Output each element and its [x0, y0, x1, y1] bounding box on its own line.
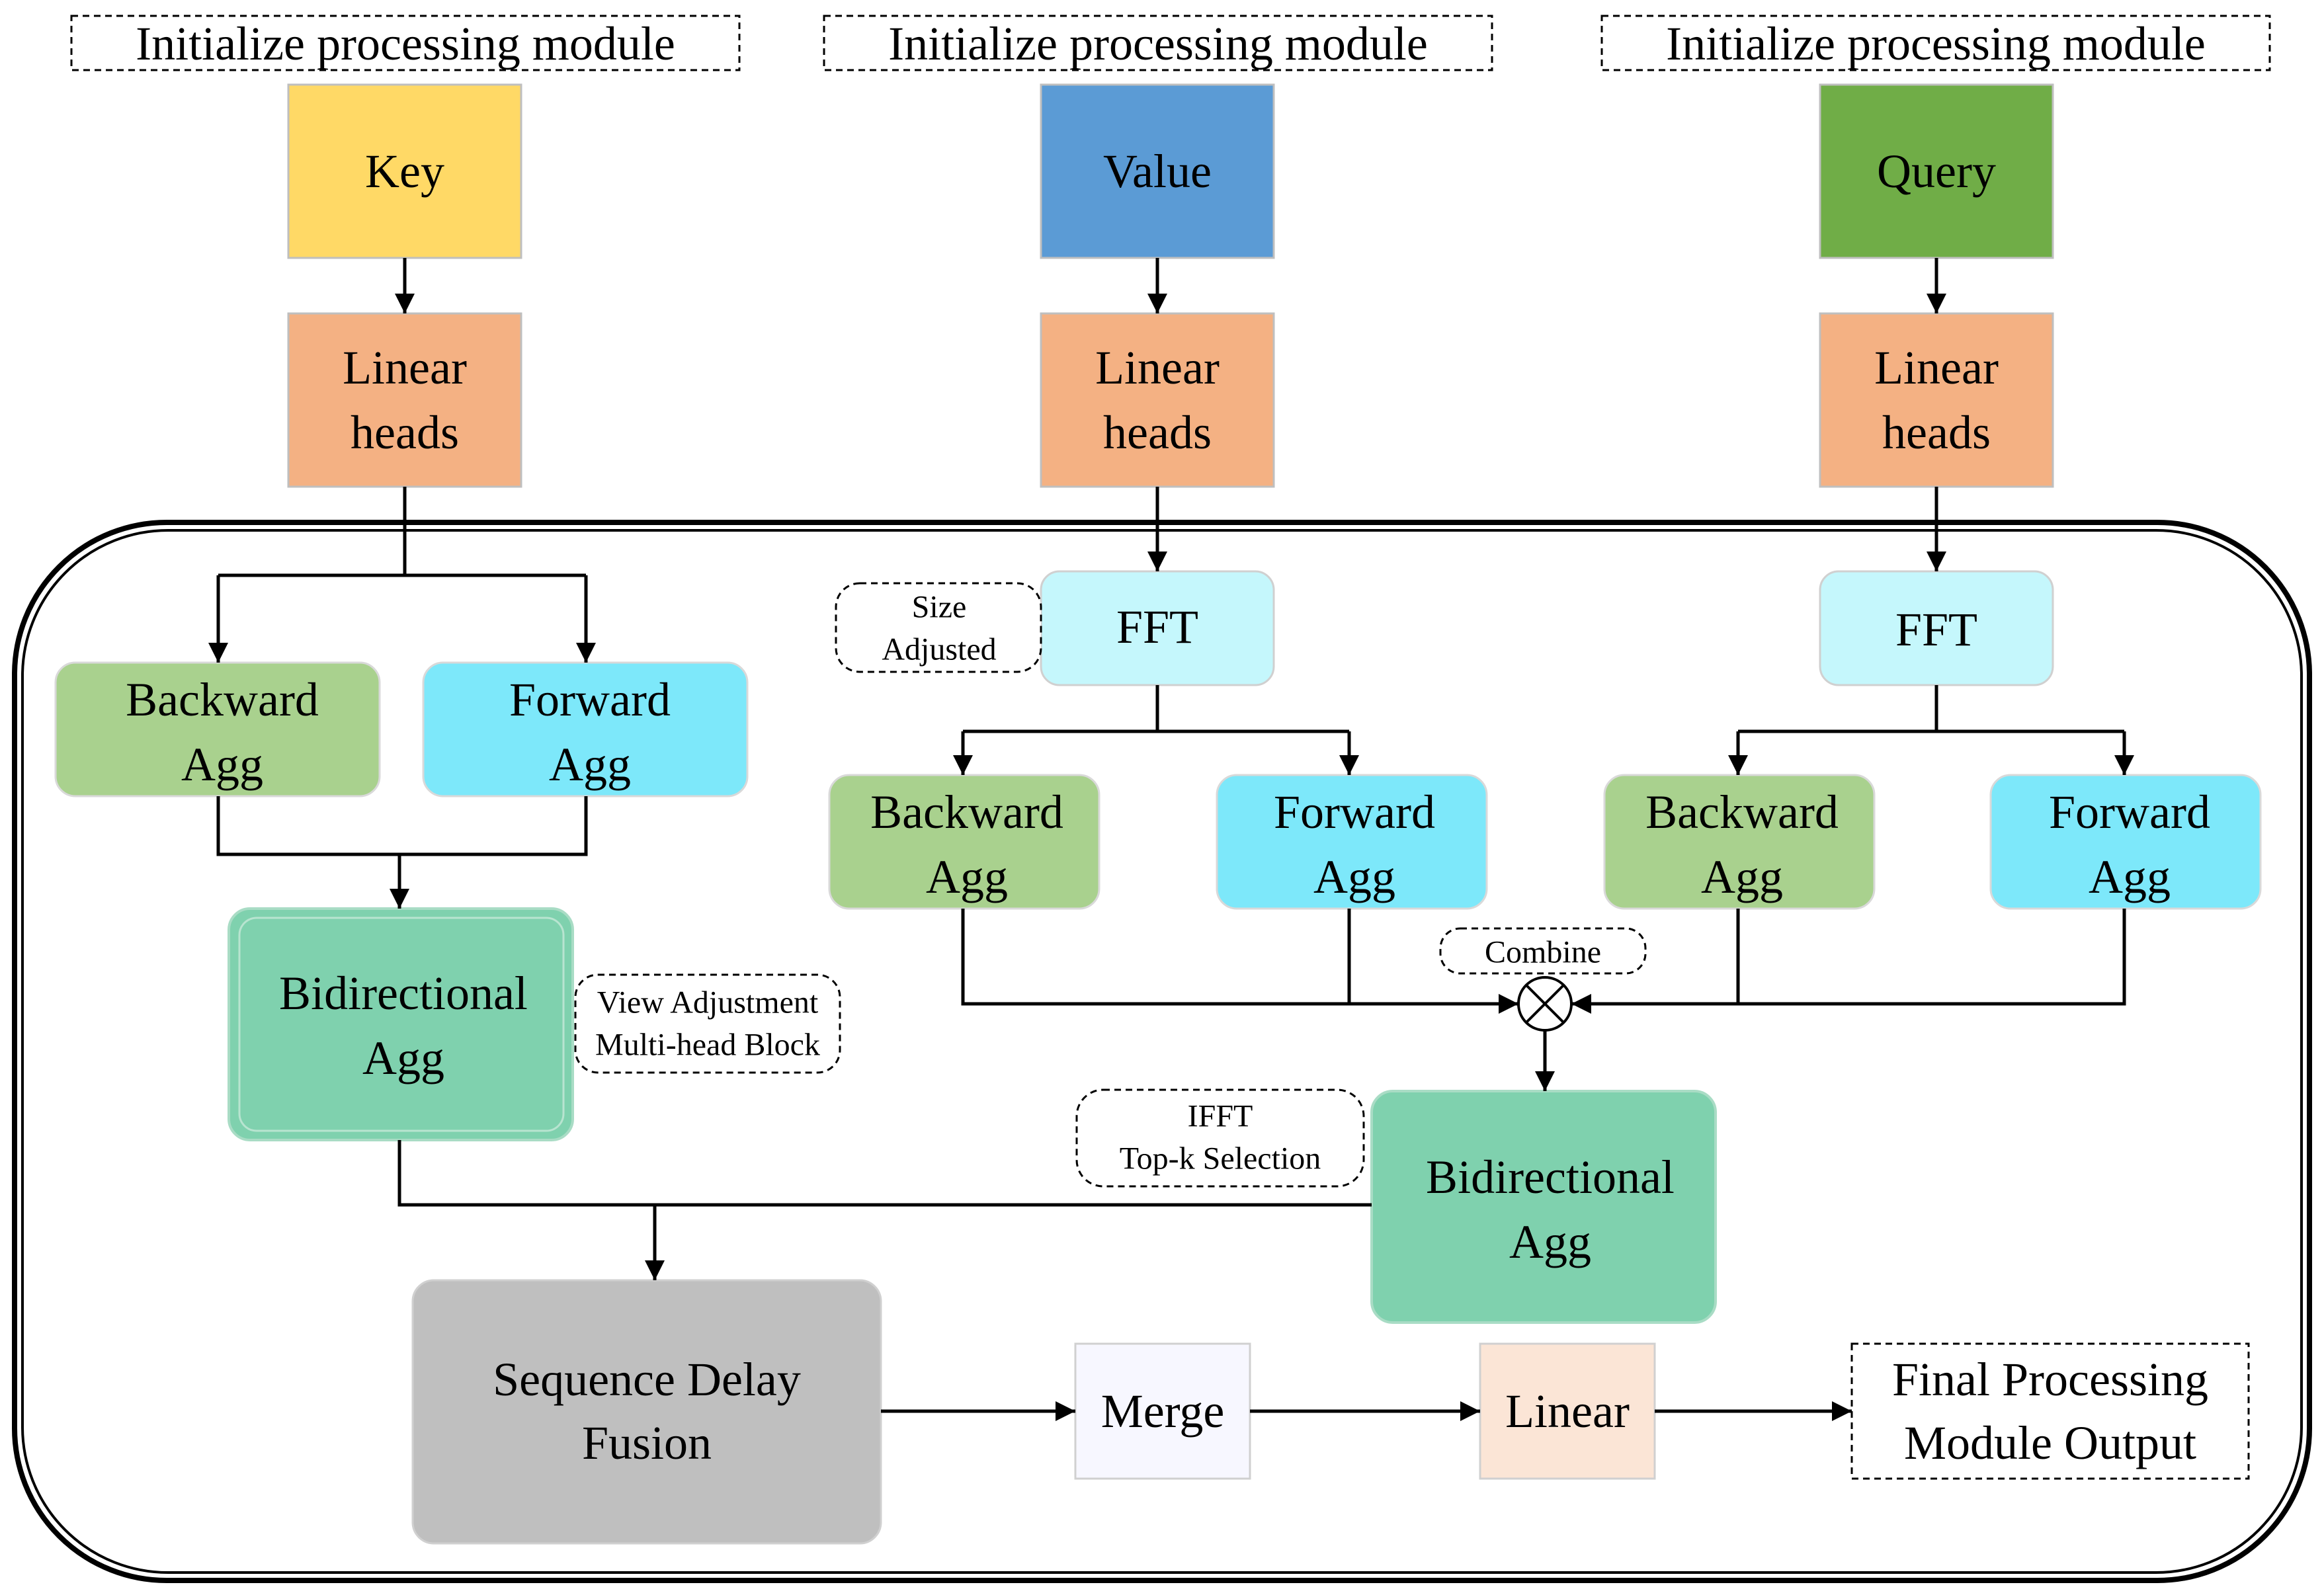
- forward-agg-key-line1: Forward: [509, 673, 671, 726]
- query-box: Query: [1819, 83, 2054, 259]
- header-label-key-text: Initialize processing module: [136, 17, 675, 70]
- linear-heads-value: Linear heads: [1040, 312, 1275, 488]
- fft-query-label: FFT: [1895, 603, 1977, 656]
- backward-agg-query-line2: Agg: [1701, 850, 1783, 903]
- value-label: Value: [1103, 145, 1212, 198]
- linear-heads-key-line1: Linear: [343, 341, 467, 394]
- bidirectional-agg-key-line1: Bidirectional: [279, 967, 528, 1020]
- forward-agg-query-line2: Agg: [2089, 850, 2171, 903]
- bidirectional-agg-key: Bidirectional Agg: [228, 907, 574, 1141]
- size-adjusted-line1: Size: [912, 590, 967, 625]
- backward-agg-value-line2: Agg: [926, 850, 1008, 903]
- connectors: [208, 258, 2134, 1421]
- linear-heads-value-line2: heads: [1103, 406, 1212, 459]
- forward-agg-key: Forward Agg: [422, 661, 749, 798]
- forward-agg-value: Forward Agg: [1216, 774, 1488, 910]
- query-label: Query: [1877, 145, 1996, 198]
- fft-query: FFT: [1819, 570, 2054, 686]
- view-adjustment-line2: Multi-head Block: [595, 1028, 820, 1063]
- size-adjusted-note: Size Adjusted: [835, 582, 1042, 673]
- combine-note: Combine: [1439, 927, 1647, 975]
- header-label-query-text: Initialize processing module: [1666, 17, 2206, 70]
- edge-fft-query-split: [1738, 685, 1938, 733]
- header-label-value-text: Initialize processing module: [888, 17, 1428, 70]
- final-output-line2: Module Output: [1904, 1416, 2196, 1469]
- ifft-line2: Top-k Selection: [1120, 1141, 1321, 1176]
- backward-agg-query: Backward Agg: [1603, 774, 1876, 910]
- edge-query-aggs-combine: [1571, 909, 2126, 1014]
- ifft-line1: IFFT: [1188, 1099, 1253, 1134]
- final-output-line1: Final Processing: [1892, 1353, 2208, 1406]
- header-label-key: Initialize processing module: [70, 15, 741, 71]
- linear-heads-query-line1: Linear: [1874, 341, 1999, 394]
- backward-agg-key-line1: Backward: [126, 673, 319, 726]
- bidirectional-agg-fft-line2: Agg: [1509, 1215, 1591, 1268]
- bidirectional-agg-fft-line1: Bidirectional: [1426, 1151, 1675, 1204]
- ifft-note: IFFT Top-k Selection: [1075, 1088, 1365, 1188]
- key-box: Key: [287, 83, 522, 259]
- outer-frame-inner: [21, 529, 2303, 1574]
- backward-agg-value-line1: Backward: [870, 786, 1063, 838]
- fft-value: FFT: [1040, 570, 1275, 686]
- key-label: Key: [365, 145, 444, 198]
- forward-agg-value-line1: Forward: [1274, 786, 1435, 838]
- forward-agg-query: Forward Agg: [1989, 774, 2262, 910]
- size-adjusted-line2: Adjusted: [882, 632, 996, 667]
- sequence-delay-fusion: Sequence Delay Fusion: [411, 1279, 882, 1545]
- backward-agg-key: Backward Agg: [54, 661, 381, 798]
- header-label-value: Initialize processing module: [823, 15, 1493, 71]
- final-output-box: Final Processing Module Output: [1850, 1342, 2250, 1480]
- sequence-delay-fusion-line2: Fusion: [582, 1416, 712, 1469]
- value-box: Value: [1040, 83, 1275, 259]
- combine-label: Combine: [1485, 935, 1601, 970]
- merge-label: Merge: [1101, 1385, 1225, 1438]
- view-adjustment-line1: View Adjustment: [597, 985, 819, 1020]
- linear-heads-value-line1: Linear: [1095, 341, 1220, 394]
- backward-agg-query-line1: Backward: [1645, 786, 1839, 838]
- forward-agg-query-line1: Forward: [2049, 786, 2210, 838]
- forward-agg-value-line2: Agg: [1313, 850, 1395, 903]
- edge-value-aggs-combine: [961, 909, 1518, 1014]
- merge-box: Merge: [1074, 1342, 1251, 1480]
- fft-value-label: FFT: [1116, 600, 1198, 653]
- edge-left-agg-join: [216, 796, 588, 856]
- linear-box: Linear: [1479, 1342, 1656, 1480]
- sequence-delay-fusion-line1: Sequence Delay: [493, 1353, 801, 1406]
- view-adjustment-note: View Adjustment Multi-head Block: [574, 973, 841, 1074]
- header-label-query: Initialize processing module: [1600, 15, 2271, 71]
- linear-heads-key-line2: heads: [351, 406, 459, 459]
- linear-heads-query: Linear heads: [1819, 312, 2054, 488]
- linear-heads-query-line2: heads: [1882, 406, 1991, 459]
- combine-operator-icon: [1517, 976, 1573, 1032]
- linear-heads-key: Linear heads: [287, 312, 522, 488]
- forward-agg-key-line2: Agg: [549, 738, 631, 791]
- bidirectional-agg-key-line2: Agg: [362, 1032, 444, 1084]
- linear-label: Linear: [1505, 1385, 1630, 1438]
- outer-frame: [12, 520, 2312, 1583]
- backward-agg-value: Backward Agg: [828, 774, 1100, 910]
- edge-fft-value-split: [963, 685, 1159, 733]
- bidirectional-agg-fft: Bidirectional Agg: [1370, 1090, 1717, 1324]
- backward-agg-key-line2: Agg: [181, 738, 263, 791]
- edge-bidirectional-left-fusion: [397, 1140, 1372, 1207]
